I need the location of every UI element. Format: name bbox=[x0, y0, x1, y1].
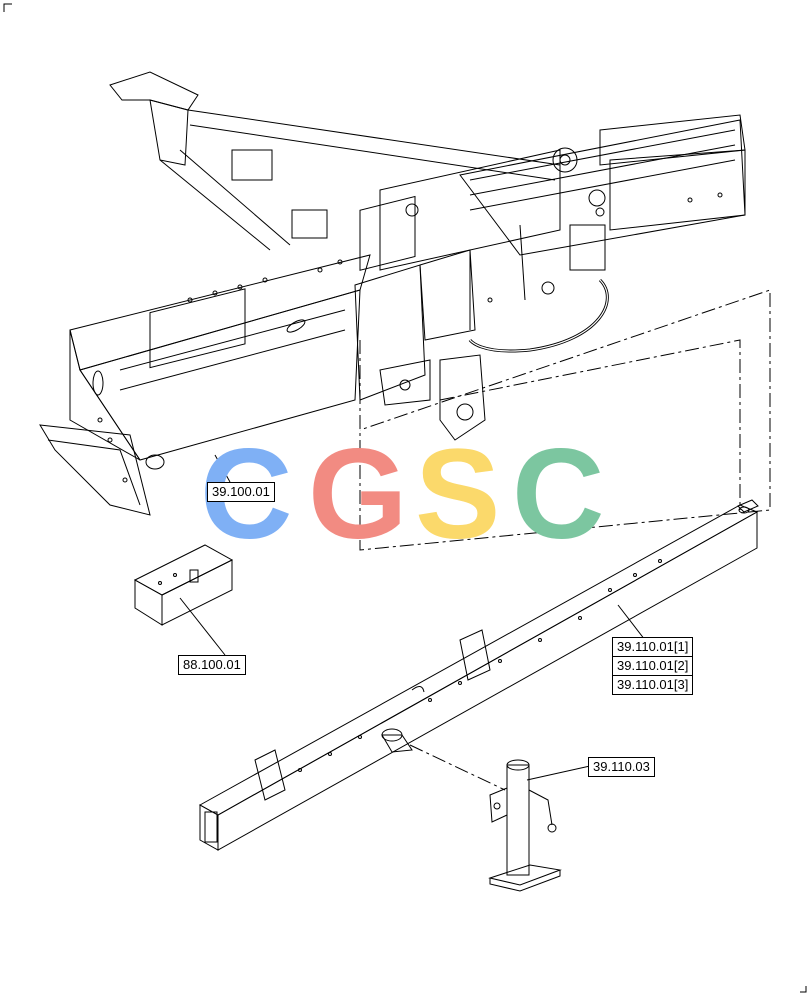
callout-tool-box[interactable]: 88.100.01 bbox=[178, 655, 246, 675]
corner-mark-top-left bbox=[3, 3, 12, 12]
tow-bar bbox=[198, 499, 759, 851]
jack-stand bbox=[488, 759, 562, 892]
leader-lines bbox=[179, 454, 646, 781]
callout-tow-bar-3[interactable]: 39.110.01[3] bbox=[612, 675, 694, 695]
callout-tow-bar-1[interactable]: 39.110.01[1] bbox=[612, 637, 694, 656]
main-frame bbox=[39, 71, 746, 516]
tool-box bbox=[133, 544, 234, 626]
callout-stack-tow-bar: 39.110.01[1] 39.110.01[2] 39.110.01[3] bbox=[612, 637, 694, 695]
corner-mark-bottom-right bbox=[800, 986, 807, 993]
assembly-lines bbox=[359, 289, 771, 791]
callout-frame[interactable]: 39.100.01 bbox=[207, 482, 275, 502]
callout-tow-bar-2[interactable]: 39.110.01[2] bbox=[612, 656, 694, 675]
callout-jack-stand[interactable]: 39.110.03 bbox=[588, 757, 655, 777]
